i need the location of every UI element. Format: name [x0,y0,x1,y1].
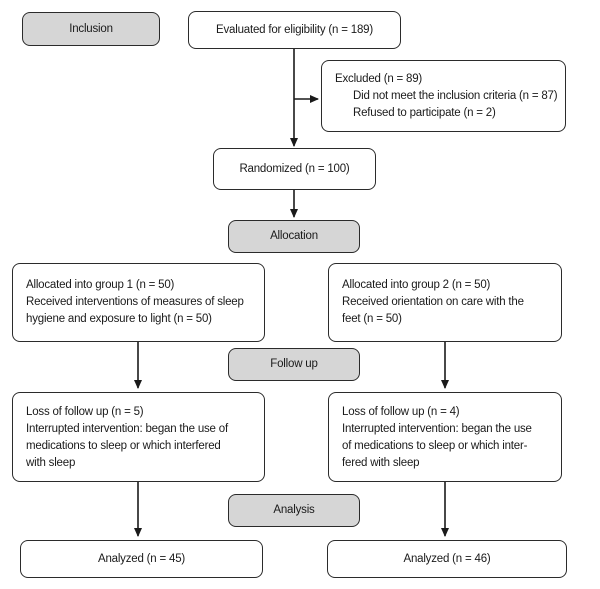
evaluated-for-eligibility-text: Evaluated for eligibility (n = 189) [216,23,373,36]
stage-follow-up: Follow up [228,348,360,381]
analyzed2-text: Analyzed (n = 46) [403,552,491,565]
randomized-text: Randomized (n = 100) [239,162,350,175]
loss1-line: Interrupted intervention: began the use … [26,423,228,435]
group2-line: Allocated into group 2 (n = 50) [342,279,491,291]
group1-line: hygiene and exposure to light (n = 50) [26,313,212,325]
loss1-line: Loss of follow up (n = 5) [26,406,144,418]
loss2-line: of medications to sleep or which inter- [342,440,528,452]
stage-analysis-label: Analysis [273,504,315,516]
excluded-line: Did not meet the inclusion criteria (n =… [353,90,558,102]
box-loss-follow-up-group-1: Loss of follow up (n = 5) Interrupted in… [12,392,265,482]
stage-allocation-label: Allocation [270,230,318,242]
stage-inclusion: Inclusion [22,12,160,46]
group1-line: Received interventions of measures of sl… [26,296,244,308]
group2-line: Received orientation on care with the [342,296,524,308]
excluded-line: Refused to participate (n = 2) [353,107,496,119]
group1-line: Allocated into group 1 (n = 50) [26,279,175,291]
box-excluded: Excluded (n = 89) Did not meet the inclu… [321,60,566,132]
loss2-line: Interrupted intervention: began the use [342,423,532,435]
stage-inclusion-label: Inclusion [69,22,113,35]
box-randomized: Randomized (n = 100) [213,148,376,190]
loss1-line: medications to sleep or which interfered [26,440,221,452]
loss1-line: with sleep [26,457,76,469]
excluded-line: Excluded (n = 89) [335,73,423,85]
analyzed1-text: Analyzed (n = 45) [97,552,186,565]
stage-follow-up-label: Follow up [270,358,318,370]
stage-allocation: Allocation [228,220,360,253]
box-allocated-group-1: Allocated into group 1 (n = 50) Received… [12,263,265,342]
box-evaluated-for-eligibility: Evaluated for eligibility (n = 189) [188,11,401,49]
loss2-line: Loss of follow up (n = 4) [342,406,460,418]
loss2-line: fered with sleep [342,457,420,469]
box-analyzed-group-1: Analyzed (n = 45) [20,540,263,578]
box-allocated-group-2: Allocated into group 2 (n = 50) Received… [328,263,562,342]
stage-analysis: Analysis [228,494,360,527]
box-loss-follow-up-group-2: Loss of follow up (n = 4) Interrupted in… [328,392,562,482]
box-analyzed-group-2: Analyzed (n = 46) [327,540,567,578]
group2-line: feet (n = 50) [342,313,402,325]
